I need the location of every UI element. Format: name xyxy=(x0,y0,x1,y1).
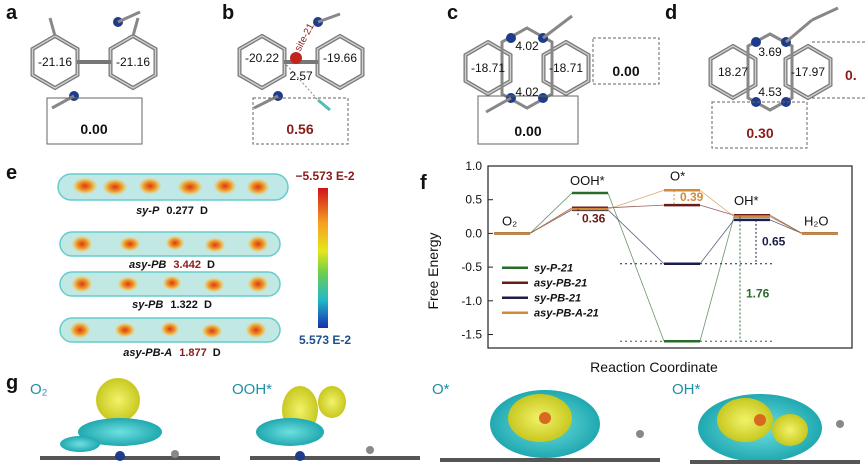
f-state-h2o: H₂O xyxy=(804,213,829,228)
d-top-value: 3.69 xyxy=(758,45,782,59)
g-o-structure xyxy=(440,390,660,462)
panel-label-c: c xyxy=(447,2,459,24)
scale-bottom-label: 5.573 E-2 xyxy=(299,333,351,347)
f-y-tick-label: -0.5 xyxy=(461,260,482,274)
f-y-tick-label: 1.0 xyxy=(465,159,482,173)
density-row-3 xyxy=(59,271,281,297)
d-right-box-value: 0. xyxy=(845,67,857,83)
molecule-c xyxy=(463,14,660,145)
b-box-value: 0.56 xyxy=(286,121,313,137)
density-row-1 xyxy=(57,173,289,201)
d-left-value: 18.27 xyxy=(718,65,748,79)
g-ooh-structure xyxy=(250,386,420,461)
panel-label-b: b xyxy=(222,2,235,24)
f-state-oh: OH* xyxy=(734,193,759,208)
f-x-axis-label: Reaction Coordinate xyxy=(590,359,718,375)
panel-label-f: f xyxy=(420,172,427,194)
f-plot-area: 1.0 0.5 0.0 -0.5 -1.0 -1.5 O₂ OOH* O* OH* H₂O 0.36 0… xyxy=(461,159,853,349)
c-left-value: -18.71 xyxy=(471,61,505,75)
f-y-tick-label: 0.0 xyxy=(465,226,482,240)
color-scale-bar xyxy=(318,188,328,328)
f-connector-2-3 xyxy=(699,204,735,216)
g-label-oh: OH* xyxy=(672,381,701,398)
panel-g-charge-difference: O₂ OOH* O* OH* xyxy=(30,378,860,464)
d-right-value: -17.97 xyxy=(791,65,825,79)
g-o2-structure xyxy=(40,378,220,461)
g-label-o: O* xyxy=(432,381,450,398)
f-legend-label-3: sy-PB-21 xyxy=(534,293,581,305)
c-right-box-value: 0.00 xyxy=(612,63,639,79)
f-legend-label-1: sy-P-21 xyxy=(534,263,573,275)
f-y-tick-label: -1.0 xyxy=(461,294,482,308)
panel-label-e: e xyxy=(6,162,18,184)
molecule-b xyxy=(237,12,365,145)
c-bottom-value: 4.02 xyxy=(515,85,539,99)
b-center-value: 2.57 xyxy=(289,69,313,83)
d-bottom-value: 4.53 xyxy=(758,85,782,99)
b-site-label: site-21 xyxy=(293,21,317,53)
molecule-a xyxy=(30,10,158,145)
f-y-axis-label: Free Energy xyxy=(425,232,441,309)
panel-e-charge-density: −5.573 E-2 5.573 E-2 sy-P 0.277 D asy-PB… xyxy=(57,169,355,359)
f-state-ooh: OOH* xyxy=(570,173,605,188)
e-row-1-label: sy-P 0.277 D xyxy=(136,205,208,217)
f-connector-4-4 xyxy=(769,216,803,234)
panel-label-d: d xyxy=(665,2,678,24)
f-y-tick-label: -1.5 xyxy=(461,328,482,342)
panel-f-free-energy-chart: Free Energy Reaction Coordinate 1.0 0.5 0.… xyxy=(425,159,853,375)
b-right-value: -19.66 xyxy=(323,51,357,65)
b-left-value: -20.22 xyxy=(245,51,279,65)
g-oh-structure xyxy=(690,394,860,464)
f-legend-label-2: asy-PB-21 xyxy=(534,278,587,290)
top-molecule-panels: -21.16 -21.16 0.00 -20.22 -19.66 2.57 0.… xyxy=(30,6,865,149)
molecule-d xyxy=(708,6,865,149)
c-right-value: -18.71 xyxy=(549,61,583,75)
g-label-o2: O₂ xyxy=(30,381,48,398)
f-connector-4-2 xyxy=(607,189,665,210)
f-legend-label-4: asy-PB-A-21 xyxy=(534,308,599,320)
f-annot-176: 1.76 xyxy=(746,286,770,300)
f-connector-3-3 xyxy=(699,219,735,264)
f-annot-036: 0.36 xyxy=(582,212,606,226)
panel-label-a: a xyxy=(6,2,18,24)
c-box-value: 0.00 xyxy=(514,123,541,139)
f-connector-3-2 xyxy=(607,209,665,265)
density-row-4 xyxy=(59,317,281,343)
e-row-4-label: asy-PB-A 1.877 D xyxy=(123,347,221,359)
e-row-2-label: asy-PB 3.442 D xyxy=(129,259,215,271)
f-connector-1-1 xyxy=(529,192,573,234)
a-left-value: -21.16 xyxy=(38,55,72,69)
density-row-2 xyxy=(59,231,281,257)
e-row-3-label: sy-PB 1.322 D xyxy=(132,299,212,311)
a-right-value: -21.16 xyxy=(116,55,150,69)
d-box-value: 0.30 xyxy=(746,125,773,141)
f-connector-3-4 xyxy=(769,219,803,234)
f-connector-1-3 xyxy=(699,216,735,342)
f-state-o2: O₂ xyxy=(502,213,517,228)
f-connector-4-3 xyxy=(699,189,735,217)
panel-label-g: g xyxy=(6,372,19,394)
f-y-tick-label: 0.5 xyxy=(465,193,482,207)
f-annot-065: 0.65 xyxy=(762,235,786,249)
f-state-o: O* xyxy=(670,168,685,183)
g-label-ooh: OOH* xyxy=(232,381,272,398)
scale-top-label: −5.573 E-2 xyxy=(295,169,354,183)
c-top-value: 4.02 xyxy=(515,39,539,53)
f-plot-frame xyxy=(487,165,853,349)
f-connector-2-2 xyxy=(607,204,665,209)
site-21-marker xyxy=(290,52,302,64)
f-annot-039: 0.39 xyxy=(680,190,704,204)
f-connector-1-2 xyxy=(607,192,665,342)
f-connector-4-1 xyxy=(529,208,573,234)
a-box-value: 0.00 xyxy=(80,121,107,137)
